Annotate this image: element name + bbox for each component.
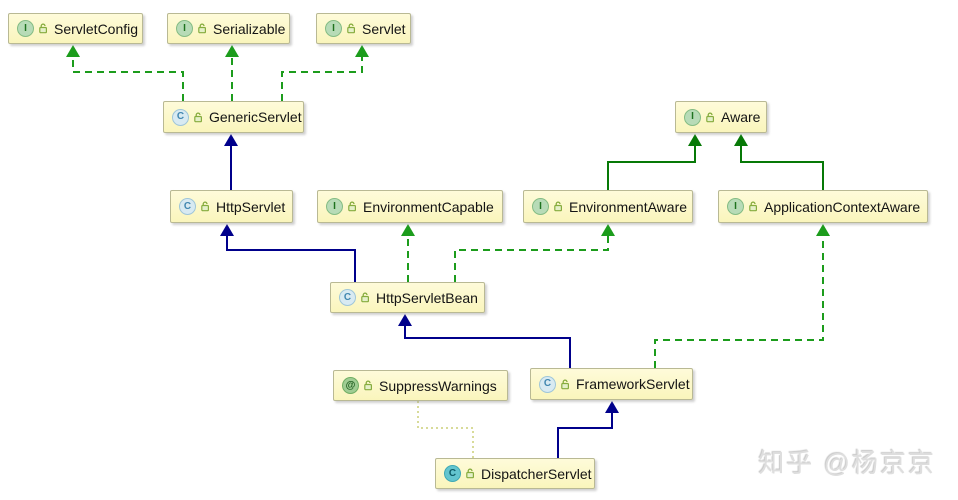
edge-GenericServlet-implements-Servlet [281,55,363,101]
arrowhead-HttpServletBean-extends-HttpServlet [220,224,234,236]
class-name-label: ApplicationContextAware [764,198,921,215]
class-name-label: EnvironmentAware [569,198,688,215]
key-icon [197,23,207,34]
class-node-Serializable[interactable]: I Serializable [167,13,290,44]
class-node-DispatcherServlet[interactable]: C DispatcherServlet [435,458,595,489]
class-node-EnvironmentAware[interactable]: I EnvironmentAware [523,190,693,223]
class-node-ServletConfig[interactable]: I ServletConfig [8,13,143,44]
key-icon [560,378,570,390]
arrowhead-DispatcherServlet-extends-FrameworkServlet [605,401,619,413]
class-name-label: ServletConfig [54,20,139,37]
edge-FrameworkServlet-implements-ApplicationContextAware [654,234,824,368]
interface-icon: I [532,198,549,215]
interface-icon: I [17,20,34,37]
key-icon [193,111,203,123]
class-icon: C [539,375,556,393]
class-icon: C [179,198,196,215]
class-node-EnvironmentCapable[interactable]: I EnvironmentCapable [317,190,503,223]
class-node-HttpServlet[interactable]: C HttpServlet [170,190,293,223]
key-icon [346,23,356,34]
class-name-label: SuppressWarnings [379,377,497,394]
class-node-Servlet[interactable]: I Servlet [316,13,411,44]
annotation-icon: @ [342,377,359,394]
arrowhead-FrameworkServlet-extends-HttpServletBean [398,314,412,326]
class-icon: C [172,108,189,126]
arrowhead-ApplicationContextAware-extends-Aware [734,134,748,146]
edge-DispatcherServlet-annotated-SuppressWarnings [417,401,474,458]
arrowhead-GenericServlet-implements-ServletConfig [66,45,80,57]
arrowhead-GenericServlet-implements-Serializable [225,45,239,57]
key-icon [553,201,563,212]
class-icon: C [444,465,461,482]
interface-icon: I [684,108,701,126]
key-icon [748,201,758,212]
interface-icon: I [176,20,193,37]
interface-icon: I [326,198,343,215]
arrowhead-HttpServlet-extends-GenericServlet [224,134,238,146]
watermark: 知乎 @杨京京 [758,448,936,478]
interface-icon: I [727,198,744,215]
class-name-label: HttpServlet [216,198,286,215]
edge-GenericServlet-implements-ServletConfig [72,55,184,101]
class-icon: C [339,289,356,306]
key-icon [360,292,370,303]
arrowhead-GenericServlet-implements-Servlet [355,45,369,57]
class-name-label: Serializable [213,20,286,37]
key-icon [465,468,475,479]
class-name-label: GenericServlet [209,109,302,125]
edge-ApplicationContextAware-extends-Aware [740,144,824,190]
key-icon [38,23,48,34]
edge-HttpServletBean-implements-EnvironmentAware [454,234,609,282]
class-node-SuppressWarnings[interactable]: @ SuppressWarnings [333,370,508,401]
class-node-ApplicationContextAware[interactable]: I ApplicationContextAware [718,190,928,223]
arrowhead-FrameworkServlet-implements-ApplicationContextAware [816,224,830,236]
class-name-label: Aware [721,109,761,125]
class-name-label: HttpServletBean [376,289,478,306]
arrowhead-HttpServletBean-implements-EnvironmentCapable [401,224,415,236]
key-icon [200,201,210,212]
class-name-label: FrameworkServlet [576,376,690,392]
class-node-FrameworkServlet[interactable]: C FrameworkServlet [530,368,693,400]
edge-HttpServletBean-extends-HttpServlet [226,234,356,282]
class-node-Aware[interactable]: I Aware [675,101,767,133]
class-name-label: Servlet [362,20,406,37]
class-name-label: DispatcherServlet [481,465,592,482]
interface-icon: I [325,20,342,37]
class-node-GenericServlet[interactable]: C GenericServlet [163,101,304,133]
arrowhead-EnvironmentAware-extends-Aware [688,134,702,146]
class-name-label: EnvironmentCapable [363,198,494,215]
class-node-HttpServletBean[interactable]: C HttpServletBean [330,282,485,313]
edge-FrameworkServlet-extends-HttpServletBean [404,324,571,368]
edge-DispatcherServlet-extends-FrameworkServlet [557,411,613,458]
edge-EnvironmentAware-extends-Aware [607,144,696,190]
key-icon [347,201,357,212]
key-icon [705,111,715,123]
arrowhead-HttpServletBean-implements-EnvironmentAware [601,224,615,236]
key-icon [363,380,373,391]
